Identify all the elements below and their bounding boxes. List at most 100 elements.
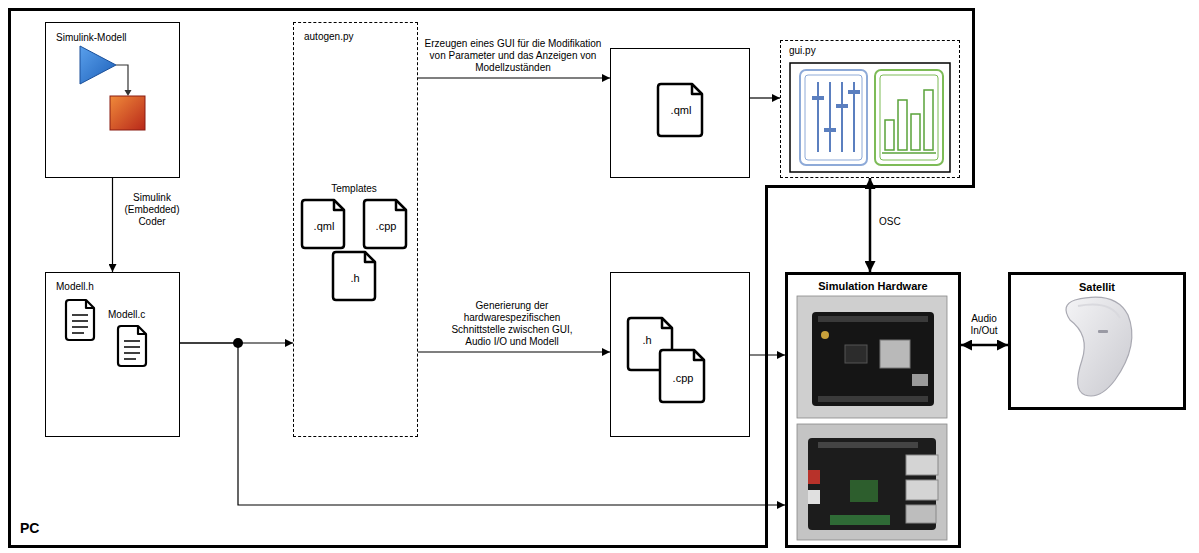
connector-arrow (869, 178, 872, 272)
node-title: Simulink-Modell (56, 32, 127, 44)
board-photo (797, 296, 947, 540)
gui-preview (880, 75, 938, 160)
node-text: .qml (303, 220, 345, 233)
node-text: .cpp (365, 220, 407, 233)
document-icon (72, 315, 88, 333)
gui-preview (805, 75, 862, 160)
simulink-icon (110, 96, 145, 130)
gui-preview (924, 90, 933, 150)
simulink-icon (80, 46, 145, 130)
node-text: .cpp (661, 372, 705, 385)
node-title: Simulation Hardware (788, 280, 958, 293)
edge-label: Generierung der hardwarespezifischen Sch… (447, 300, 577, 348)
output-file-icon (628, 84, 704, 402)
hardware-box: Simulation Hardware (785, 272, 961, 548)
template-icon (302, 200, 344, 248)
connectors (113, 78, 1009, 505)
board-photo (797, 424, 947, 540)
connector-arrow (418, 77, 610, 78)
node-text: Modell.c (108, 309, 145, 321)
code-box: Modell.hModell.c (45, 272, 180, 437)
gui-preview (875, 70, 943, 165)
document-icon (138, 326, 146, 334)
template-icon (365, 252, 375, 262)
node-title: gui.py (789, 45, 816, 57)
qml-box: .qml (610, 48, 750, 178)
document-icon (86, 300, 94, 308)
output-file-icon (662, 318, 672, 328)
board-photo (808, 490, 820, 504)
system-region: PC Simulink-ModellModell.hModell.c autogen… (8, 8, 975, 548)
generator-script: autogen.pyTemplates .qml .cpp .h (293, 22, 418, 437)
node-title: PC (20, 520, 39, 537)
board-photo (818, 396, 928, 402)
hearing-aid (1066, 297, 1132, 396)
gui-preview (898, 100, 907, 150)
node-title: .h (629, 334, 665, 347)
board-photo (845, 345, 867, 363)
hearing-aid (1066, 297, 1132, 396)
gui-preview (790, 63, 950, 172)
output-file-icon (694, 350, 704, 360)
board-photo (818, 442, 918, 448)
connector-arrow (750, 354, 785, 355)
gui-preview (882, 152, 936, 154)
hearing-aid (1098, 330, 1108, 333)
gui-preview (836, 104, 848, 108)
node-title: Satellit (1011, 281, 1183, 294)
board-photo (912, 374, 928, 386)
output-file-icon (692, 84, 702, 94)
simulink-icon (80, 46, 116, 84)
simulink-icon (125, 90, 132, 96)
output-file-icon (660, 350, 704, 402)
connector-arrow (180, 343, 785, 505)
gui-preview (885, 120, 894, 150)
edge-label: Erzeugen eines GUI für die Modifikation … (423, 38, 603, 74)
template-icon (333, 252, 375, 300)
simulink-icon (116, 65, 128, 91)
template-icon (396, 200, 406, 210)
node-title: Modell.h (56, 281, 94, 293)
board-photo (850, 480, 878, 502)
node-title: .qml (659, 104, 703, 117)
template-icon (364, 200, 406, 248)
board-photo (818, 316, 928, 322)
board-photo (797, 296, 947, 418)
edge-label: Audio In/Out (962, 313, 1006, 337)
connector-arrow (750, 97, 780, 98)
edge-label: Simulink (Embedded) Coder (120, 192, 184, 228)
node-title: autogen.py (304, 31, 354, 43)
document-icon (66, 300, 146, 366)
connector-arrow (418, 351, 610, 352)
template-icon (334, 200, 344, 210)
satellite-box: Satellit (1008, 272, 1186, 410)
hearing-aid (1078, 305, 1120, 319)
node-text: .h (334, 272, 376, 285)
gui-preview (800, 70, 867, 165)
edge-label: OSC (879, 216, 901, 228)
gui-preview (911, 114, 920, 150)
region-outline (8, 8, 975, 548)
region-outline (10, 10, 974, 547)
template-icon (302, 200, 406, 300)
document-icon (66, 300, 94, 340)
connector-arrow (961, 344, 1008, 347)
board-photo (812, 312, 934, 406)
interface-box: .h .cpp (610, 272, 750, 437)
board-photo (906, 455, 938, 475)
model-box: Simulink-Modell (45, 22, 180, 178)
board-photo (906, 480, 938, 500)
node-text: Templates (294, 183, 414, 195)
gui-preview (824, 128, 836, 132)
gui-script: gui.py (780, 40, 960, 178)
board-photo (821, 331, 829, 339)
document-icon (124, 341, 140, 359)
document-icon (118, 326, 146, 366)
gui-preview (790, 63, 950, 172)
board-photo (808, 470, 820, 484)
